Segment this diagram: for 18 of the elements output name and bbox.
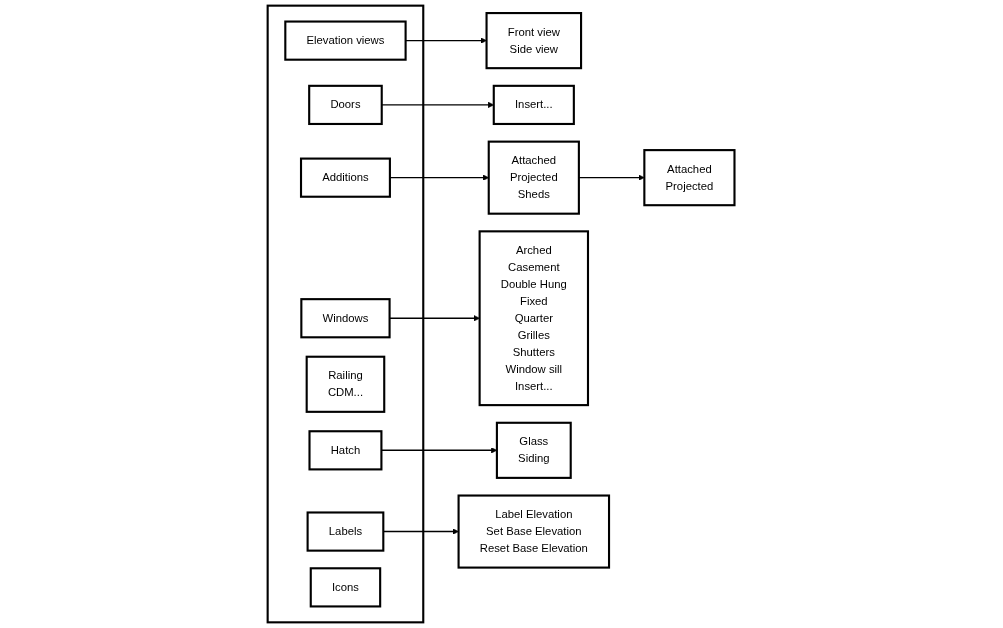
node-box: Front view Side view [485,12,583,70]
arrow [381,447,498,454]
arrow [383,528,460,535]
node-box: Railing CDM... [306,355,386,413]
node-box: Icons [310,567,382,608]
node-box: Elevation views [284,20,408,61]
node-box: Labels [306,511,385,552]
node-box: Attached Projected [643,149,736,207]
node-box: Attached Projected Sheds [488,140,581,215]
node-box: Label Elevation Set Base Elevation Reset Base Elevation [457,494,611,569]
node-box: Glass Siding [496,421,573,479]
node-box: Arched Casement Double Hung Fixed Quarter Grilles Shutters Window sill Insert... [479,230,590,407]
node-box: Doors [308,84,384,126]
cluster [267,4,425,624]
node-box: Additions [300,157,392,198]
node-box: Windows [300,298,392,339]
node-box: Insert... [493,84,576,126]
node-box: Hatch [308,430,383,471]
